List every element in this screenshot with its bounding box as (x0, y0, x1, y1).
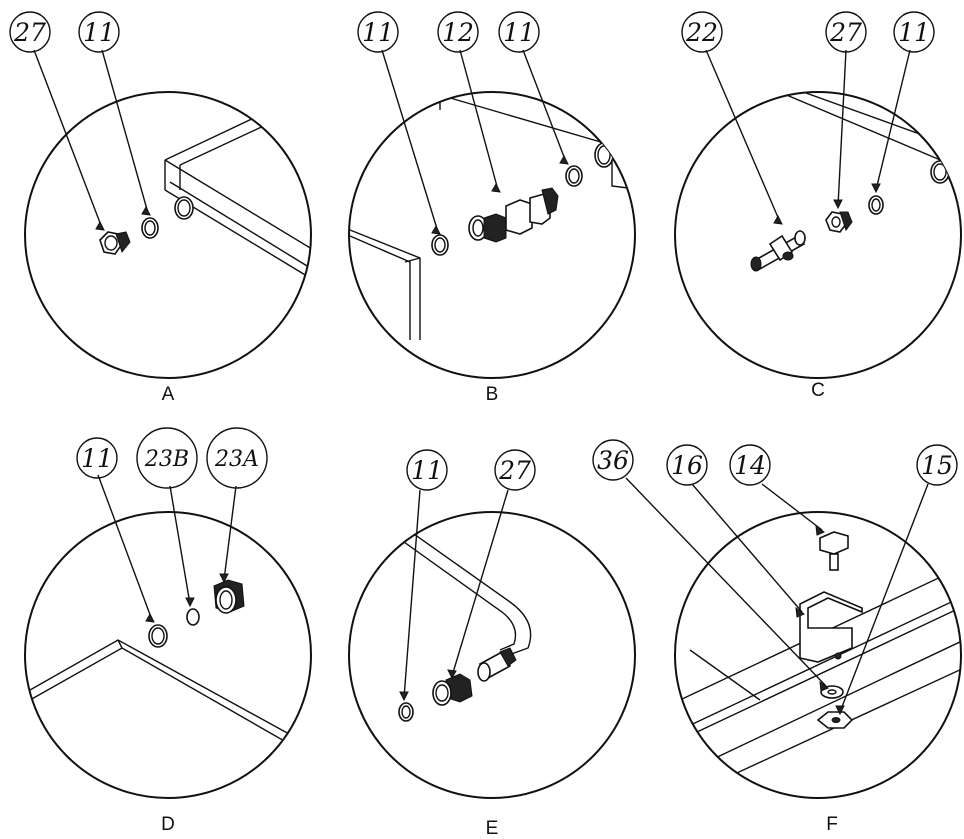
part-11-ring-b-left (431, 234, 449, 256)
callout-label: 12 (442, 18, 474, 47)
detail-circle-a (24, 91, 312, 379)
part-14-bolt-f (819, 531, 849, 571)
callout-e-1: 11 (399, 449, 448, 702)
callout-b-2: 12 (437, 11, 501, 193)
callout-c-2: 27 (825, 11, 867, 210)
callout-label: 11 (898, 18, 930, 47)
detail-panel-c: 22 27 11 C (674, 11, 962, 401)
panel-label-d: D (161, 814, 175, 835)
callout-label: 15 (921, 451, 953, 480)
panel-label-f: F (826, 814, 838, 835)
part-16-bracket-f (799, 591, 863, 663)
detail-panel-e: 11 27 E (348, 449, 636, 839)
callout-b-3: 11 (498, 11, 569, 165)
callout-label: 11 (81, 444, 113, 473)
detail-circle-d (24, 511, 312, 799)
detail-circle-e (348, 511, 636, 799)
panel-label-b: B (486, 384, 499, 405)
callout-f-1: 36 (592, 439, 829, 692)
part-11-ring-b-right (565, 165, 583, 187)
callout-label: 27 (13, 18, 46, 47)
part-11-ring-d (148, 624, 168, 648)
callout-b-1: 11 (357, 11, 441, 235)
detail-panel-a: 27 11 A (9, 11, 312, 405)
callout-label: 23B (144, 447, 189, 472)
callout-c-1: 22 (681, 11, 783, 225)
part-15-nut-f (816, 711, 854, 729)
frame-corner-a (164, 107, 311, 291)
callout-label: 27 (498, 456, 531, 485)
part-22-tee-c (750, 230, 806, 272)
part-11-ring-e (398, 702, 414, 722)
callout-label: 22 (685, 18, 718, 47)
callout-label: 23A (214, 447, 259, 472)
callout-label: 11 (83, 18, 115, 47)
callout-c-3: 11 (871, 11, 935, 194)
callout-label: 36 (597, 446, 629, 475)
part-11-ring-c (868, 195, 884, 215)
callout-f-4: 15 (835, 444, 958, 716)
callout-a-1: 27 (9, 11, 105, 231)
frame-corner-d (29, 639, 301, 751)
part-23b-washer-d (186, 608, 200, 626)
frame-rail-c (769, 92, 961, 184)
callout-label: 11 (411, 456, 443, 485)
detail-panel-d: 11 23B 23A D (24, 427, 312, 835)
callout-label: 14 (734, 451, 766, 480)
callout-f-2: 16 (666, 444, 805, 618)
callout-e-2: 27 (447, 449, 536, 680)
detail-panel-b: 11 12 11 B (348, 11, 636, 405)
detail-circle-f (674, 511, 962, 799)
frame-rails-f (679, 565, 961, 791)
callout-d-3: 23A (206, 427, 268, 584)
tube-fitting-e (477, 647, 517, 682)
part-23a-cap-d (213, 579, 245, 614)
part-11-ring-a (141, 217, 159, 239)
callout-label: 16 (671, 451, 703, 480)
part-12-union-b (468, 187, 559, 243)
callout-label: 11 (362, 18, 394, 47)
part-27-plug-e (432, 673, 473, 706)
frame-rail-b (349, 94, 629, 340)
callout-label: 11 (503, 18, 535, 47)
callout-d-2: 23B (136, 427, 198, 608)
detail-circle-c (674, 91, 962, 379)
detail-panel-f: 36 16 14 15 F (592, 439, 962, 835)
panel-label-c: C (811, 380, 825, 401)
callout-f-3: 14 (729, 444, 825, 536)
part-27-plug-a (99, 231, 131, 255)
detail-circle-b (348, 91, 636, 379)
callout-d-1: 11 (76, 437, 155, 623)
panel-label-e: E (486, 818, 499, 839)
callout-label: 27 (829, 18, 862, 47)
callout-a-2: 11 (78, 11, 151, 216)
part-27-plug-c (825, 211, 853, 233)
bent-tube-e (375, 512, 532, 657)
panel-label-a: A (162, 384, 175, 405)
